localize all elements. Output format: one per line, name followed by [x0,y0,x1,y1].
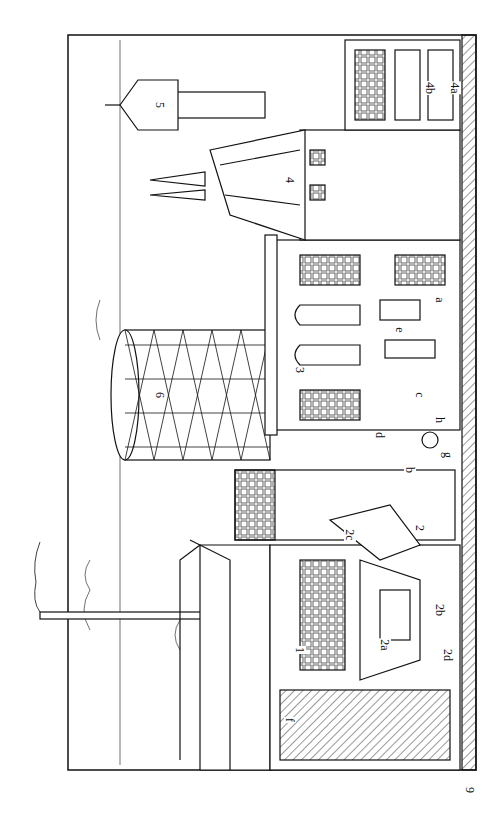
callout-number: 2c [344,528,356,541]
callout-number: 2b [434,603,446,617]
lattice-stroke [125,330,154,460]
drawing [35,35,476,770]
lattice-stroke [212,330,241,460]
callout-number: 4a [449,81,461,94]
callout-number: 3 [294,366,306,374]
lattice-stroke [125,330,154,460]
callout-number: 4b [424,81,436,95]
callout-number: e [394,326,406,333]
callout-number: 1 [294,646,306,654]
lattice-stroke [183,330,212,460]
callout-number: 9 [464,786,476,794]
callout-number: 2a [379,638,391,651]
callout-number: 2d [442,648,454,662]
callout-number: 6 [154,391,166,399]
lattice-stroke [154,330,183,460]
callout-number: h [434,416,446,424]
lattice-stroke [125,447,270,448]
callout-number: a [434,296,446,303]
lattice-stroke [125,345,270,346]
callout-number: f [284,717,296,723]
callout-number: 4 [284,176,296,184]
callout-number: d [374,431,386,439]
lattice-stroke [125,379,270,380]
callout-number: 2 [414,524,426,532]
lattice-stroke [125,413,270,414]
callout-number: c [414,391,426,398]
callout-number: g [442,451,454,459]
lattice-stroke [183,330,212,460]
callout-number: 5 [154,101,166,109]
lattice-stroke [212,330,241,460]
callout-number: b [404,466,416,474]
lattice-stroke [154,330,183,460]
